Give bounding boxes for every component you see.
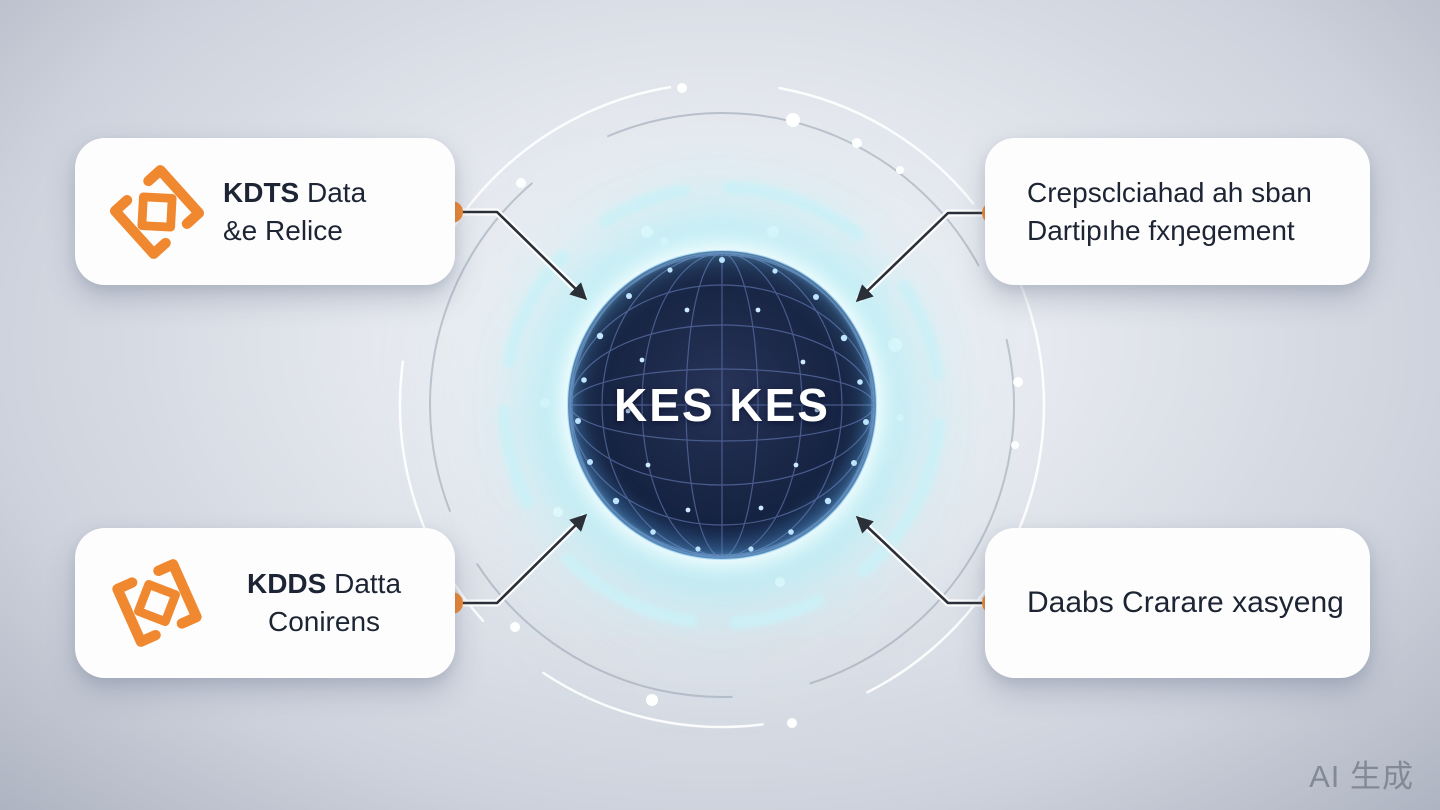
sphere-title: KES KES [614, 379, 830, 431]
card-bottom-left-line2: Conirens [267, 606, 381, 637]
card-bottom-left-text: KDDS Datta Conirens [223, 565, 445, 641]
arrow-top-left [455, 210, 588, 301]
globe-wireframe [568, 251, 876, 559]
card-top-right: Crepsclciahad ah sban Dartipıhe fxŋegeme… [985, 138, 1370, 285]
brackets-diamond-icon [109, 164, 205, 259]
card-top-left-title: KDTS Data [223, 176, 367, 208]
card-bottom-left-title: KDDS Datta [246, 568, 402, 599]
ai-generated-watermark: AI 生成 [1309, 759, 1414, 794]
brackets-diamond-icon [112, 559, 202, 647]
card-top-left-text: KDTS Data &e Relice [223, 174, 366, 250]
arrow-top-right [855, 211, 990, 303]
card-bottom-right: Daabs Crarare xasyeng [985, 528, 1370, 678]
card-bottom-right-line1: Daabs Crarare xasyeng [1027, 586, 1344, 619]
card-top-left-line2: &e Relice [223, 214, 343, 246]
card-top-right-line2: Dartipıhe fxŋegement [1027, 214, 1295, 246]
globe-node-dots [575, 257, 869, 552]
card-bottom-right-text: Daabs Crarare xasyeng [1027, 584, 1344, 622]
arrow-bottom-right [855, 515, 990, 605]
card-bottom-left: KDDS Datta Conirens [75, 528, 455, 678]
central-globe-sphere: KES KES [567, 250, 877, 560]
card-top-right-text: Crepsclciahad ah sban Dartipıhe fxŋegeme… [1027, 174, 1312, 250]
card-top-left: KDTS Data &e Relice [75, 138, 455, 285]
card-top-right-line1: Crepsclciahad ah sban [1027, 176, 1312, 208]
arrow-bottom-left [455, 513, 588, 605]
